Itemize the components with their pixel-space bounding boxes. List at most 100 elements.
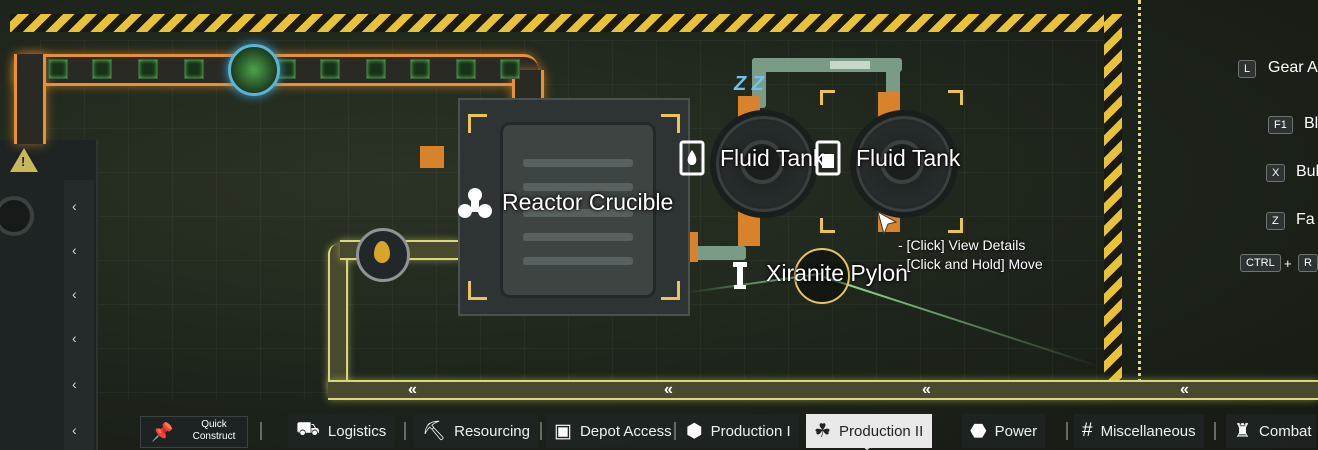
- chevron-left-icon[interactable]: ‹: [72, 330, 77, 346]
- depot-icon: ▣: [554, 420, 572, 442]
- reactor-coil: [523, 257, 633, 265]
- reactor-crucible[interactable]: [458, 98, 690, 316]
- flow-direction-icon: «: [664, 381, 673, 398]
- reactor-port: [420, 146, 444, 168]
- selection-corner: [661, 114, 680, 133]
- shortcut-label[interactable]: Gear A: [1268, 59, 1318, 76]
- belt-splitter-node[interactable]: [228, 44, 280, 96]
- selection-corner: [468, 114, 487, 133]
- plus-sign: +: [1284, 256, 1292, 271]
- selection-corner: [661, 281, 680, 300]
- belt-item: [320, 59, 340, 79]
- production-icon: [458, 188, 492, 218]
- shortcut-key: X: [1266, 164, 1286, 182]
- pipe[interactable]: [752, 58, 766, 108]
- shortcut-key: F1: [1268, 116, 1293, 134]
- tab-depot-access[interactable]: ▣Depot Access: [546, 414, 680, 448]
- toolbar-divider: [1066, 422, 1068, 440]
- fluid-tank-1[interactable]: [710, 110, 818, 218]
- shortcut-key: R: [1298, 254, 1318, 272]
- left-collapse-strip: [64, 180, 94, 450]
- fluid-pipe-belt[interactable]: [328, 380, 1318, 400]
- flow-direction-icon: «: [922, 381, 931, 398]
- chevron-left-icon[interactable]: ‹: [72, 242, 77, 258]
- chevron-left-icon[interactable]: ‹: [72, 286, 77, 302]
- gear-icon: [0, 196, 34, 236]
- fluid-pipe-belt[interactable]: [328, 244, 348, 394]
- tab-power[interactable]: ⬣Power: [962, 414, 1046, 448]
- tab-logistics[interactable]: ⛟Logistics: [288, 414, 395, 448]
- reactor-crucible-label: Reactor Crucible: [502, 189, 674, 215]
- sleep-icon: Z Z: [734, 73, 764, 95]
- reactor-coil: [523, 159, 633, 167]
- shortcut-key: CTRL: [1240, 254, 1281, 272]
- conveyor-belt[interactable]: [14, 54, 46, 144]
- pin-icon: 📌: [151, 422, 174, 442]
- selection-corner: [820, 90, 835, 105]
- pylon-icon: [733, 262, 747, 289]
- reactor-coil: [523, 183, 633, 191]
- zone-boundary: [1138, 0, 1141, 390]
- tab-resourcing[interactable]: ⛏Resourcing: [414, 414, 538, 448]
- flow-direction-icon: «: [1180, 381, 1189, 398]
- belt-item: [92, 59, 112, 79]
- hexagon-icon: ⬢: [686, 420, 703, 442]
- chevron-left-icon[interactable]: ‹: [72, 198, 77, 214]
- selection-corner: [820, 218, 835, 233]
- hazard-border-top: [10, 14, 1120, 32]
- selection-corner: [468, 281, 487, 300]
- shortcut-key: L: [1238, 60, 1257, 78]
- pipe[interactable]: [752, 58, 902, 72]
- pipe[interactable]: [886, 58, 900, 98]
- tab-combat[interactable]: ♜Combat: [1226, 414, 1316, 448]
- production-icon: ☘: [814, 420, 832, 442]
- fluid-tank-2[interactable]: [850, 110, 958, 218]
- belt-item: [138, 59, 158, 79]
- xiranite-pylon-label: Xiranite Pylon: [766, 260, 908, 286]
- belt-item: [48, 59, 68, 79]
- reactor-core: [500, 122, 656, 298]
- shortcut-label[interactable]: Bul: [1296, 163, 1318, 180]
- belt-item: [456, 59, 476, 79]
- toolbar-divider: [540, 422, 542, 440]
- tooltip-move: - [Click and Hold] Move: [898, 256, 1043, 272]
- tab-production-1[interactable]: ⬢Production I: [678, 414, 799, 448]
- belt-item: [410, 59, 430, 79]
- selection-corner: [948, 218, 963, 233]
- shortcut-key: Z: [1266, 212, 1285, 230]
- toolbar-divider: [674, 422, 676, 440]
- chevron-left-icon[interactable]: ‹: [72, 422, 77, 438]
- belt-item: [366, 59, 386, 79]
- tab-production-2[interactable]: ☘Production II: [806, 414, 932, 448]
- belt-item: [184, 59, 204, 79]
- pickaxe-icon: ⛏: [422, 421, 447, 442]
- belt-item: [500, 59, 520, 79]
- xiranite-pylon[interactable]: [794, 248, 850, 304]
- turret-icon: ♜: [1234, 420, 1252, 442]
- warning-icon[interactable]: [10, 148, 38, 172]
- tab-miscellaneous[interactable]: #Miscellaneous: [1074, 414, 1204, 448]
- pipe[interactable]: [686, 246, 746, 260]
- fluid-source-node[interactable]: [356, 228, 410, 282]
- hash-icon: #: [1082, 420, 1093, 441]
- tooltip-view-details: - [Click] View Details: [898, 237, 1026, 253]
- toolbar-divider: [260, 422, 262, 440]
- shortcut-label[interactable]: Fa: [1296, 211, 1315, 228]
- toolbar-divider: [404, 422, 406, 440]
- quick-construct-button[interactable]: 📌 Quick Construct: [140, 416, 248, 448]
- reactor-coil: [523, 209, 633, 217]
- reactor-coil: [523, 233, 633, 241]
- chevron-left-icon[interactable]: ‹: [72, 376, 77, 392]
- hazard-border-right: [1104, 14, 1122, 400]
- fluid-tank-icon: [679, 140, 705, 176]
- toolbar-divider: [1214, 422, 1216, 440]
- power-icon: ⬣: [970, 420, 987, 442]
- shortcut-label[interactable]: Bl: [1304, 115, 1318, 132]
- flow-direction-icon: «: [408, 381, 417, 398]
- fluid-tank-icon: [815, 140, 841, 176]
- fluid-tank-label-1: Fluid Tank: [720, 145, 825, 171]
- selection-corner: [948, 90, 963, 105]
- fluid-tank-label-2: Fluid Tank: [856, 145, 961, 171]
- conveyor-icon: ⛟: [296, 419, 320, 440]
- pipe-tag: [830, 61, 870, 69]
